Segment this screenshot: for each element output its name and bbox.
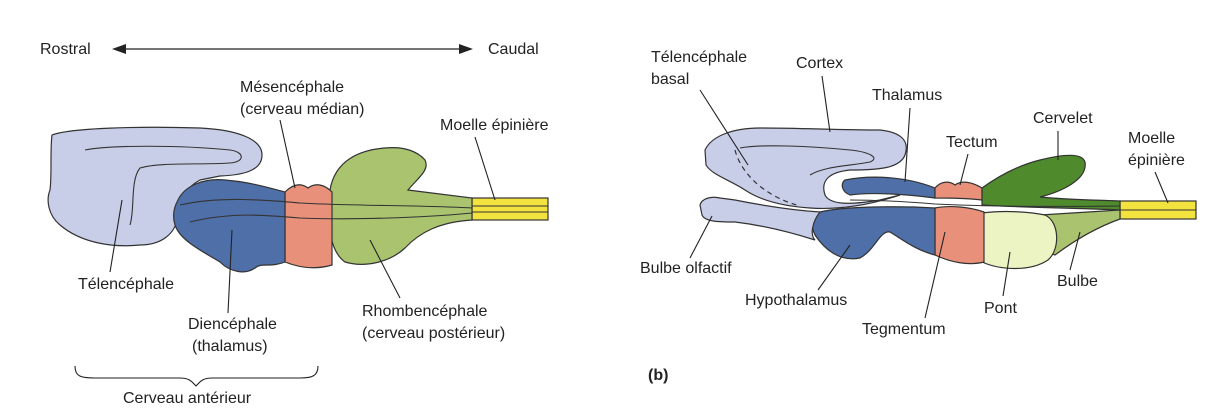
moelle-b-label-1: Moelle <box>1128 130 1175 147</box>
telencephale-basal-leader <box>699 89 749 166</box>
telencephale-basal-label-1: Télencéphale <box>651 49 747 66</box>
mesencephale-shape <box>284 184 333 269</box>
rhombencephale-label: Rhombencéphale <box>362 303 488 320</box>
caudal-label: Caudal <box>488 41 539 58</box>
tegmentum-leader <box>924 231 946 319</box>
mesencephale-sublabel: (cerveau médian) <box>240 101 365 118</box>
diencephale-leader <box>227 229 233 314</box>
rostral-label: Rostral <box>40 41 91 58</box>
cortex-inner-fold <box>739 145 875 176</box>
hypothalamus-shape <box>811 206 936 260</box>
tectum-shape <box>934 181 983 201</box>
tectum-label: Tectum <box>946 134 998 151</box>
telencephale-leader <box>109 199 123 273</box>
cortex-label: Cortex <box>796 55 843 72</box>
rhombencephale-leader <box>369 239 401 299</box>
bulbe-olfactif-leader <box>689 215 713 259</box>
hypothalamus-label: Hypothalamus <box>745 292 847 309</box>
tectum-leader <box>959 153 969 186</box>
bulbe-leader <box>1069 231 1081 271</box>
cortex-leader <box>821 75 831 133</box>
thalamus-shape <box>841 176 936 199</box>
pont-label: Pont <box>984 300 1017 317</box>
pont-shape <box>981 210 1058 270</box>
rostral-caudal-arrow <box>112 44 473 54</box>
telencephale-label: Télencéphale <box>78 276 174 293</box>
telencephale-basal-dashed-boundary <box>734 149 801 207</box>
panel-b-label: (b) <box>648 367 668 384</box>
telencephale-basal-shape <box>704 127 907 209</box>
mesencephale-leader <box>279 119 296 189</box>
bulbe-olfactif-shape <box>699 196 822 241</box>
tegmentum-label: Tegmentum <box>862 321 946 338</box>
moelle-b-leader <box>1154 171 1169 204</box>
hypothalamus-leader <box>817 244 851 291</box>
moelle-label: Moelle épinière <box>440 117 549 134</box>
panel-a: Rostral Caudal Mésencéphale (cerveau méd… <box>40 41 549 407</box>
moelle-b-label-2: épinière <box>1128 152 1185 169</box>
moelle-leader <box>474 136 496 201</box>
ventricle-line <box>849 199 1121 207</box>
neural-canal-line <box>179 198 473 209</box>
bulbe-label: Bulbe <box>1057 273 1098 290</box>
thalamus-label: Thalamus <box>872 87 942 104</box>
cerveau-anterieur-label: Cerveau antérieur <box>123 390 252 407</box>
telencephale-basal-label-2: basal <box>651 71 689 88</box>
diencephale-sublabel: (thalamus) <box>192 338 268 355</box>
telencephale-inner-fold <box>84 145 242 226</box>
moelle-epiniere-shape <box>471 197 549 221</box>
rhombencephale-sublabel: (cerveau postérieur) <box>362 325 505 342</box>
thalamus-leader <box>904 107 911 183</box>
neural-canal-line-lower <box>189 212 473 223</box>
moelle-epiniere-b-shape <box>1119 200 1197 220</box>
bulbe-olfactif-label: Bulbe olfactif <box>640 260 732 277</box>
pont-leader <box>1002 251 1011 297</box>
diencephale-label: Diencéphale <box>188 316 277 333</box>
cerveau-anterieur-brace <box>74 365 319 387</box>
cervelet-shape <box>981 154 1121 211</box>
diencephale-shape <box>172 179 286 273</box>
cervelet-label: Cervelet <box>1033 110 1093 127</box>
tegmentum-shape <box>934 206 985 265</box>
panel-b: Télencéphale basal Cortex Thalamus Tectu… <box>640 49 1197 384</box>
mesencephale-label: Mésencéphale <box>240 79 344 96</box>
